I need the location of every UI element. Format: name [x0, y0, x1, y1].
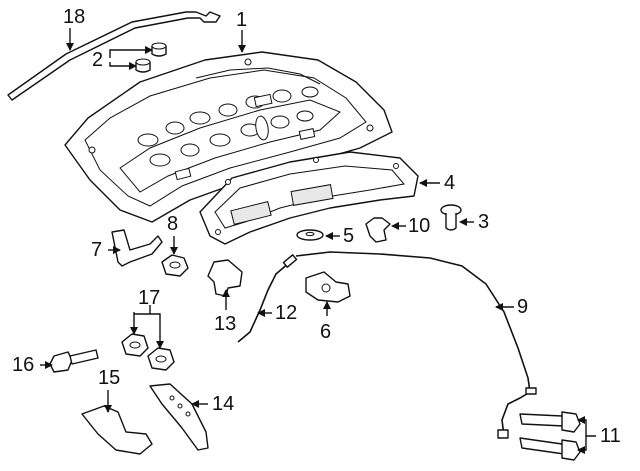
callout-16: 16	[12, 354, 35, 376]
callout-14: 14	[212, 393, 235, 415]
part-8-nut	[161, 254, 189, 277]
callout-4: 4	[444, 172, 456, 194]
part-18-weatherstrip	[7, 11, 221, 101]
part-17-nuts	[121, 333, 175, 371]
part-3-push-pin	[440, 204, 462, 231]
callout-18: 18	[63, 6, 86, 28]
part-1-hood-panel	[64, 51, 393, 223]
callout-9: 9	[517, 296, 529, 318]
callout-5: 5	[343, 225, 355, 247]
part-2-bumpers	[135, 42, 167, 73]
part-15-hinge	[81, 405, 153, 455]
part-13-latch-bracket	[207, 259, 243, 297]
part-14-hinge-strap	[149, 383, 209, 451]
callout-13: 13	[214, 313, 237, 335]
callout-1: 1	[236, 9, 248, 31]
callout-6: 6	[320, 321, 332, 343]
part-16-bolt	[49, 349, 99, 373]
part-9-release-cable	[295, 251, 537, 439]
callout-8: 8	[167, 213, 179, 235]
part-6-latch	[305, 271, 351, 303]
callout-15: 15	[98, 367, 121, 389]
part-5-washer	[296, 229, 324, 241]
callout-17: 17	[138, 287, 161, 309]
callout-10: 10	[408, 215, 431, 237]
part-4-insulator	[199, 151, 419, 245]
part-7-bracket	[111, 229, 163, 267]
callout-3: 3	[478, 211, 490, 233]
part-10-clip	[365, 217, 391, 243]
callout-11: 11	[600, 425, 621, 447]
callout-12: 12	[275, 302, 298, 324]
part-11-bolts	[519, 411, 581, 461]
callout-7: 7	[91, 239, 103, 261]
callout-2: 2	[92, 49, 104, 71]
part-12-cable	[237, 254, 298, 343]
leader-lines	[40, 28, 596, 454]
